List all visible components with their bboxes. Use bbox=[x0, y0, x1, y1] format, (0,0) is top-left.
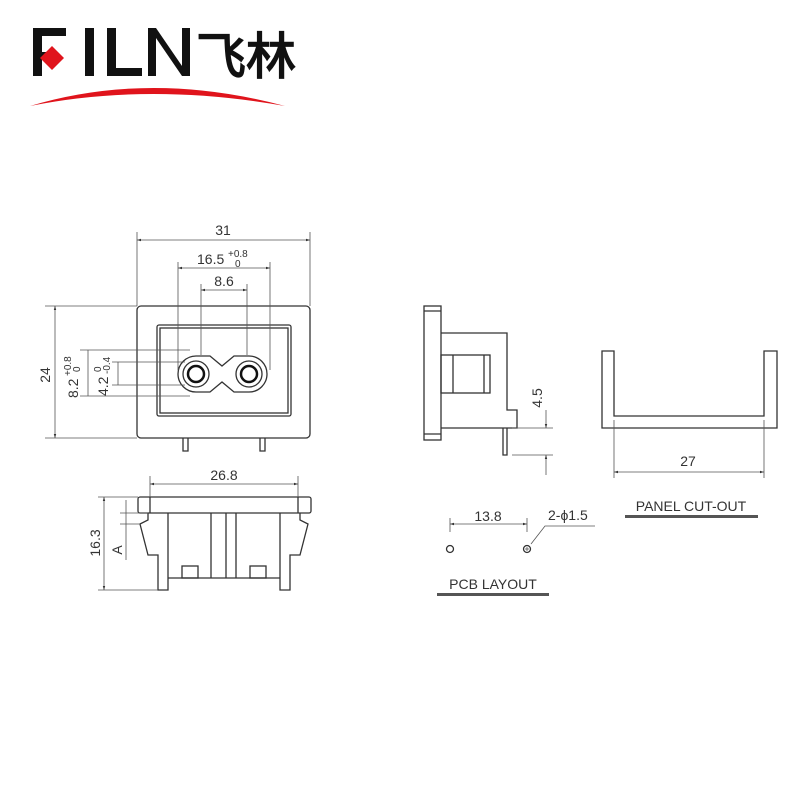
svg-text:0: 0 bbox=[93, 366, 104, 372]
dim-27: 27 bbox=[680, 453, 696, 469]
logo-letter-f bbox=[33, 28, 66, 76]
dim-13-8: 13.8 bbox=[474, 508, 501, 524]
svg-text:0: 0 bbox=[72, 366, 83, 372]
dim-16-3: 16.3 bbox=[87, 529, 103, 556]
bottom-view: 26.8 16.3 A bbox=[87, 467, 312, 591]
pcb-layout-title: PCB LAYOUT bbox=[449, 576, 537, 592]
front-view: 31 16.5 +0.8 0 8.6 24 8.2 +0.8 0 4.2 0 -… bbox=[37, 222, 311, 452]
dim-tol-lower: 0 bbox=[235, 259, 241, 270]
svg-text:-0.4: -0.4 bbox=[102, 356, 113, 374]
logo-swoosh bbox=[30, 88, 285, 106]
dim-4-2: 4.2 bbox=[95, 376, 111, 396]
dim-a: A bbox=[109, 545, 125, 555]
hole-spec: 2-ϕ1.5 bbox=[548, 507, 588, 523]
dim-width-31: 31 bbox=[215, 222, 231, 238]
filn-logo: 飞林 bbox=[30, 28, 296, 106]
pcb-layout: 13.8 2-ϕ1.5 PCB LAYOUT bbox=[437, 507, 595, 596]
panel-cutout: 27 PANEL CUT-OUT bbox=[601, 350, 778, 518]
logo-diamond-icon bbox=[40, 46, 64, 70]
dim-height-24: 24 bbox=[37, 367, 53, 383]
dim-8-2: 8.2 bbox=[65, 378, 81, 398]
dim-tol-upper: +0.8 bbox=[228, 249, 248, 260]
panel-cutout-title: PANEL CUT-OUT bbox=[636, 498, 747, 514]
svg-text:+0.8: +0.8 bbox=[63, 356, 74, 376]
side-view: 4.5 bbox=[423, 305, 553, 475]
dim-4-5: 4.5 bbox=[529, 388, 545, 408]
dim-pin-pitch: 8.6 bbox=[214, 273, 234, 289]
dim-pin-span: 16.5 bbox=[197, 251, 224, 267]
dim-26-8: 26.8 bbox=[210, 467, 237, 483]
logo-chinese-text: 飞林 bbox=[196, 28, 296, 86]
